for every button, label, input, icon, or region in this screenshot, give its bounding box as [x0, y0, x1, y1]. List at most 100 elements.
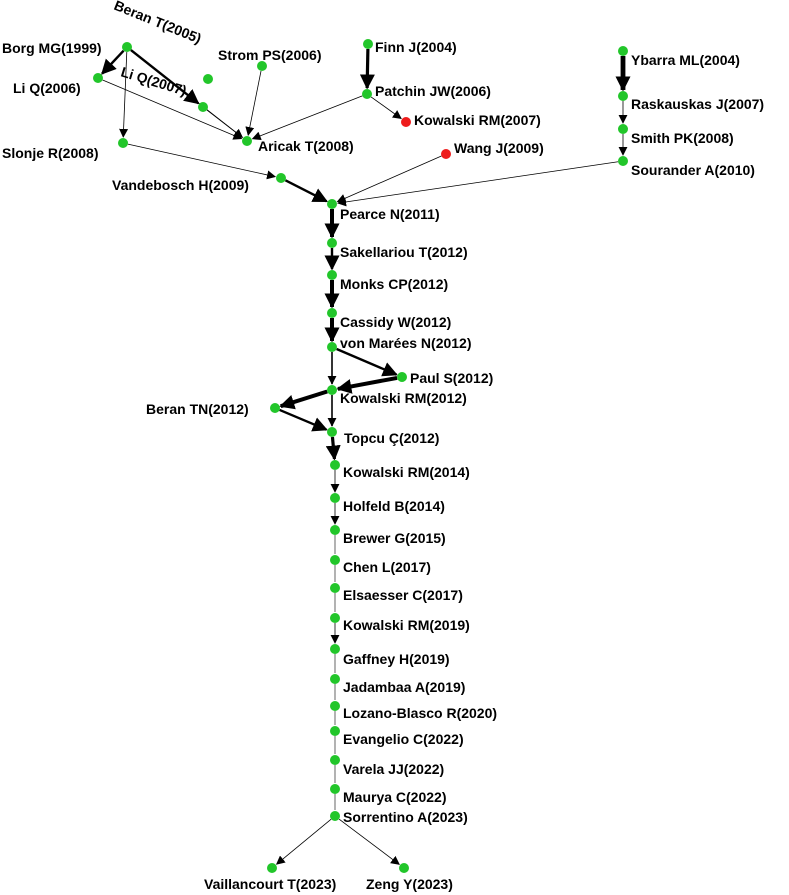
node-smith[interactable]: [618, 124, 628, 134]
node-kowalski12[interactable]: [327, 385, 337, 395]
edges-layer: [101, 48, 631, 865]
node-label-chen: Chen L(2017): [343, 559, 431, 575]
node-label-pearce: Pearce N(2011): [340, 206, 440, 222]
node-evangelio[interactable]: [330, 726, 340, 736]
nodes-layer: [93, 39, 628, 873]
edge-vandebosch-pearce: [284, 179, 328, 203]
node-kowalski19[interactable]: [330, 613, 340, 623]
node-varela[interactable]: [330, 755, 340, 765]
node-vaillancourt[interactable]: [267, 863, 277, 873]
node-wang[interactable]: [441, 149, 451, 159]
node-gaffney[interactable]: [330, 644, 340, 654]
node-aricak[interactable]: [242, 136, 252, 146]
node-zeng[interactable]: [399, 863, 409, 873]
node-sorrentino[interactable]: [330, 811, 340, 821]
edge-kowalski12-berantn: [279, 389, 328, 410]
node-label-cassidy: Cassidy W(2012): [340, 314, 451, 330]
node-label-vandebosch: Vandebosch H(2009): [112, 177, 249, 193]
edge-finn-patchin: [359, 48, 375, 90]
node-label-ybarra: Ybarra ML(2004): [631, 52, 740, 68]
edge-sorrentino-zeng: [338, 818, 400, 865]
node-brewer[interactable]: [330, 525, 340, 535]
node-liq06[interactable]: [93, 73, 103, 83]
node-liq07[interactable]: [198, 102, 208, 112]
edge-sourander-pearce: [337, 161, 619, 207]
node-vonmarees[interactable]: [327, 342, 337, 352]
labels-layer: Borg MG(1999) Beran T(2005) Strom PS(2006)…: [2, 0, 764, 892]
node-label-kowalski14: Kowalski RM(2014): [343, 464, 470, 480]
node-label-raskauskas: Raskauskas J(2007): [631, 96, 764, 112]
node-label-vaillancourt: Vaillancourt T(2023): [204, 876, 336, 892]
node-label-kowalski07: Kowalski RM(2007): [414, 112, 541, 128]
node-maurya[interactable]: [330, 784, 340, 794]
node-ybarra[interactable]: [618, 46, 628, 56]
node-label-slonje: Slonje R(2008): [2, 145, 98, 161]
node-raskauskas[interactable]: [618, 91, 628, 101]
node-label-evangelio: Evangelio C(2022): [343, 731, 464, 747]
edge-topcu-kowalski14: [325, 436, 341, 461]
node-label-elsaesser: Elsaesser C(2017): [343, 587, 463, 603]
node-beranT[interactable]: [203, 74, 213, 84]
node-label-smith: Smith PK(2008): [631, 130, 734, 146]
edge-liq07-aricak: [206, 109, 243, 138]
edge-patchin-kowalski07: [370, 96, 402, 120]
node-berantn[interactable]: [270, 403, 280, 413]
node-kowalski07[interactable]: [401, 117, 411, 127]
node-vandebosch[interactable]: [276, 173, 286, 183]
node-label-borg: Borg MG(1999): [2, 40, 102, 56]
node-label-gaffney: Gaffney H(2019): [343, 651, 450, 667]
node-label-wang: Wang J(2009): [454, 140, 544, 156]
node-label-finn: Finn J(2004): [375, 39, 457, 55]
node-label-vonmarees: von Marées N(2012): [340, 335, 472, 351]
node-pearce[interactable]: [327, 199, 337, 209]
node-label-sakellariou: Sakellariou T(2012): [340, 244, 468, 260]
node-label-jadambaa: Jadambaa A(2019): [343, 679, 465, 695]
node-label-kowalski12: Kowalski RM(2012): [340, 390, 467, 406]
node-label-liq06: Li Q(2006): [13, 80, 81, 96]
node-finn[interactable]: [363, 39, 373, 49]
edge-vonmarees-paul: [336, 347, 398, 377]
node-label-brewer: Brewer G(2015): [343, 530, 446, 546]
node-monks[interactable]: [327, 270, 337, 280]
node-sourander[interactable]: [618, 156, 628, 166]
edge-sorrentino-vaillancourt: [275, 818, 332, 865]
node-label-topcu: Topcu Ç(2012): [344, 430, 439, 446]
node-chen[interactable]: [330, 555, 340, 565]
node-cassidy[interactable]: [327, 308, 337, 318]
node-label-varela: Varela JJ(2022): [343, 761, 444, 777]
node-label-kowalski19: Kowalski RM(2019): [343, 617, 470, 633]
edge-slonje-vandebosch: [127, 143, 277, 180]
node-label-monks: Monks CP(2012): [340, 276, 448, 292]
node-slonje[interactable]: [118, 138, 128, 148]
node-label-maurya: Maurya C(2022): [343, 789, 447, 805]
edge-wang-pearce: [336, 155, 442, 203]
edge-borg-slonje: [119, 51, 129, 138]
node-paul[interactable]: [397, 372, 407, 382]
node-topcu[interactable]: [327, 427, 337, 437]
node-label-paul: Paul S(2012): [410, 370, 493, 386]
node-elsaesser[interactable]: [330, 583, 340, 593]
node-label-patchin: Patchin JW(2006): [375, 83, 491, 99]
node-label-lozano: Lozano-Blasco R(2020): [343, 705, 497, 721]
node-label-berantn: Beran TN(2012): [146, 401, 249, 417]
node-kowalski14[interactable]: [330, 460, 340, 470]
node-label-strom: Strom PS(2006): [218, 47, 321, 63]
node-label-aricak: Aricak T(2008): [258, 138, 354, 154]
edge-liq06-aricak: [102, 79, 243, 140]
node-sakellariou[interactable]: [327, 238, 337, 248]
node-label-zeng: Zeng Y(2023): [366, 876, 453, 892]
node-jadambaa[interactable]: [330, 674, 340, 684]
node-strom[interactable]: [257, 61, 267, 71]
node-lozano[interactable]: [330, 701, 340, 711]
edge-paul-kowalski12: [336, 375, 398, 394]
node-holfeld[interactable]: [330, 493, 340, 503]
node-borg[interactable]: [122, 42, 132, 52]
edge-berantn-topcu: [279, 408, 328, 432]
node-label-beranT: Beran T(2005): [112, 0, 204, 46]
node-patchin[interactable]: [362, 89, 372, 99]
node-label-sorrentino: Sorrentino A(2023): [343, 809, 468, 825]
node-label-sourander: Sourander A(2010): [631, 162, 755, 178]
edge-strom-aricak: [245, 70, 262, 136]
edge-patchin-aricak: [251, 95, 363, 141]
